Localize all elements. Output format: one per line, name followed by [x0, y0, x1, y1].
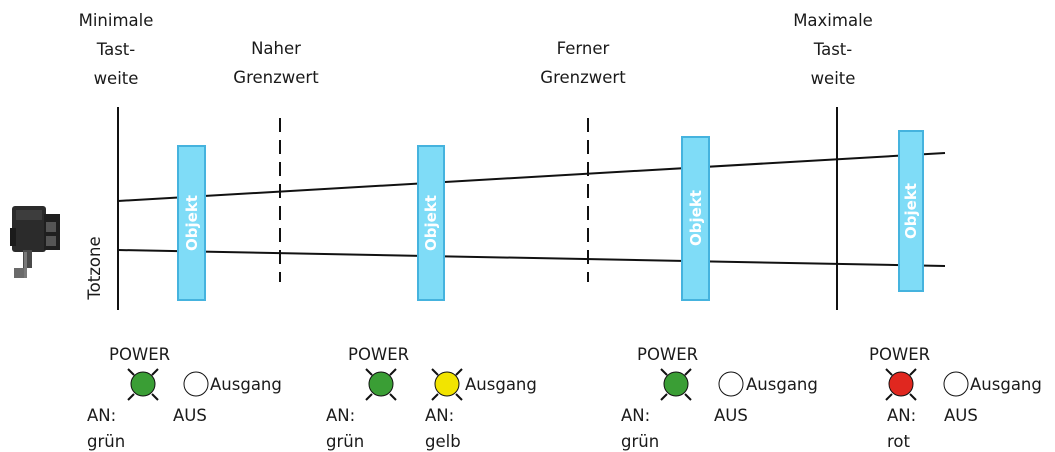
dead-zone-label: Totzone: [85, 236, 104, 300]
output-led-off: [183, 371, 209, 397]
power-led-rays: [127, 368, 159, 401]
power-led-green: [663, 371, 689, 397]
output-led-yellow: [434, 371, 460, 397]
min-range-label: Minimale Tast- weite: [79, 11, 154, 88]
min-range-label-line3: weite: [94, 69, 139, 88]
max-range-label-line1: Maximale: [793, 11, 873, 30]
output-state-line1: AN:: [425, 406, 454, 425]
indicator-panel-1: POWER Ausgang AN: grün AUS: [87, 345, 282, 451]
power-state-line1: AN:: [621, 406, 650, 425]
object-2: Objekt: [417, 145, 445, 301]
power-state-line2: grün: [87, 432, 125, 451]
max-range-label: Maximale Tast- weite: [793, 11, 873, 88]
near-limit-label-line2: Grenzwert: [233, 68, 319, 87]
power-state-line1: AN:: [87, 406, 116, 425]
object-2-label: Objekt: [422, 195, 440, 251]
indicator-panel-3: POWER Ausgang AN: grün AUS: [621, 345, 818, 451]
power-led-rays: [885, 368, 917, 401]
max-range-label-line3: weite: [811, 69, 856, 88]
output-label: Ausgang: [970, 375, 1042, 394]
power-state-line1: AN:: [887, 406, 916, 425]
indicator-panel-2: POWER Ausgang AN: grün AN: gelb: [326, 345, 537, 451]
sensor-device-icon: [10, 206, 60, 278]
min-range-label-line1: Minimale: [79, 11, 154, 30]
output-led-rays: [431, 368, 463, 401]
power-state-line2: rot: [887, 432, 911, 451]
object-1: Objekt: [177, 145, 206, 301]
output-state: AUS: [944, 406, 978, 425]
output-led-off: [943, 371, 969, 397]
power-led-rays: [365, 368, 397, 401]
object-4: Objekt: [898, 130, 924, 292]
power-led-rays: [660, 368, 692, 401]
output-state: AUS: [173, 406, 207, 425]
power-state-line2: grün: [621, 432, 659, 451]
power-state-line1: AN:: [326, 406, 355, 425]
object-3-label: Objekt: [687, 190, 705, 246]
power-led-red: [888, 371, 914, 397]
beam-lower-line: [117, 249, 946, 267]
min-range-label-line2: Tast-: [96, 40, 136, 59]
object-4-label: Objekt: [902, 183, 920, 239]
output-state: AUS: [714, 406, 748, 425]
far-limit-label-line1: Ferner: [557, 39, 610, 58]
near-limit-label: Naher Grenzwert: [233, 39, 319, 87]
object-3: Objekt: [681, 136, 710, 301]
output-state-line2: gelb: [425, 432, 461, 451]
object-1-label: Objekt: [183, 195, 201, 251]
far-limit-label-line2: Grenzwert: [540, 68, 626, 87]
power-state-line2: grün: [326, 432, 364, 451]
near-limit-label-line1: Naher: [251, 39, 301, 58]
power-label: POWER: [869, 345, 930, 364]
beam-upper-line: [117, 152, 946, 202]
far-limit-label: Ferner Grenzwert: [540, 39, 626, 87]
output-led-off: [718, 371, 744, 397]
power-label: POWER: [637, 345, 698, 364]
indicator-panel-4: POWER Ausgang AN: rot AUS: [869, 345, 1042, 451]
output-label: Ausgang: [465, 375, 537, 394]
output-label: Ausgang: [210, 375, 282, 394]
max-range-label-line2: Tast-: [813, 40, 853, 59]
power-led-green: [368, 371, 394, 397]
output-label: Ausgang: [746, 375, 818, 394]
power-label: POWER: [348, 345, 409, 364]
power-label: POWER: [109, 345, 170, 364]
power-led-green: [130, 371, 156, 397]
